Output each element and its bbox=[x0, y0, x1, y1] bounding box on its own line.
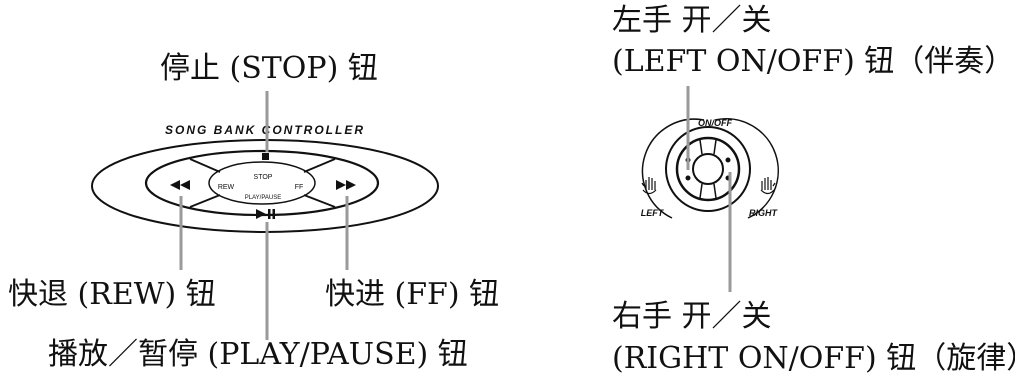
left-onoff-label-line2: (LEFT ON/OFF) 钮（伴奏） bbox=[612, 44, 1015, 79]
hand-onoff-dial: ON/OFF LEFT RIGHT bbox=[641, 118, 779, 219]
right-onoff-label-line2: (RIGHT ON/OFF) 钮（旋律） bbox=[612, 341, 1015, 376]
rew-button[interactable] bbox=[170, 180, 190, 190]
left-onoff-label-line1: 左手 开／关 bbox=[612, 3, 772, 38]
controller-title: SONG BANK CONTROLLER bbox=[165, 123, 365, 137]
controller-outer-ring bbox=[91, 139, 439, 233]
dial-onoff-text: ON/OFF bbox=[698, 118, 732, 128]
left-hand-icon bbox=[641, 177, 657, 195]
center-stop-text: STOP bbox=[254, 174, 273, 181]
controller-center-disc bbox=[208, 161, 316, 205]
dial-right-arc bbox=[714, 118, 779, 219]
rew-label: 快退 (REW) 钮 bbox=[8, 277, 216, 312]
ff-button[interactable] bbox=[336, 180, 356, 190]
center-rew-text: REW bbox=[218, 184, 235, 191]
play-pause-label: 播放／暂停 (PLAY/PAUSE) 钮 bbox=[48, 337, 468, 372]
stop-button[interactable] bbox=[262, 153, 269, 160]
ff-label: 快进 (FF) 钮 bbox=[325, 277, 500, 312]
dial-right-text: RIGHT bbox=[749, 208, 779, 218]
dial-outer bbox=[665, 126, 751, 212]
right-hand-icon bbox=[760, 177, 776, 195]
dial-left-arc bbox=[641, 118, 705, 219]
center-play-pause-text: PLAY/PAUSE bbox=[245, 195, 281, 201]
center-ff-text: FF bbox=[295, 184, 304, 191]
dial-center bbox=[692, 153, 724, 185]
stop-label: 停止 (STOP) 钮 bbox=[160, 51, 378, 86]
right-onoff-label-line1: 右手 开／关 bbox=[612, 299, 772, 334]
dial-inner-ring bbox=[675, 136, 741, 202]
dial-left-text: LEFT bbox=[641, 208, 665, 218]
dial-leader-lines bbox=[686, 86, 732, 292]
song-bank-controller: SONG BANK CONTROLLER STOP REW FF bbox=[91, 123, 439, 233]
play-pause-button[interactable] bbox=[256, 209, 275, 219]
controller-leader-lines bbox=[179, 91, 349, 340]
